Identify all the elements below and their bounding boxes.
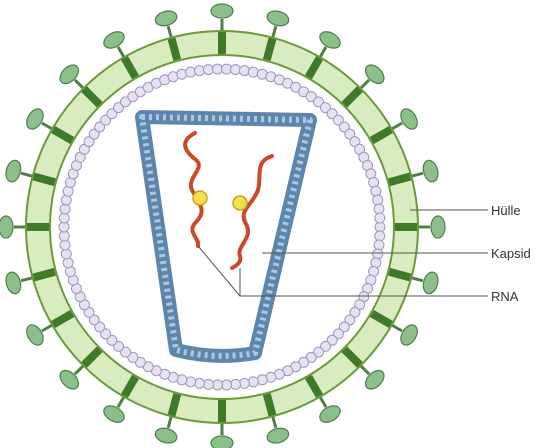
glycoprotein-spike-icon — [390, 106, 421, 132]
matrix-bead — [212, 64, 222, 74]
matrix-bead — [374, 240, 384, 250]
spike-head — [431, 216, 445, 238]
matrix-bead — [186, 67, 196, 77]
spike-head — [317, 402, 343, 425]
glycoprotein-spike-icon — [317, 28, 343, 59]
label-envelope: Hülle — [491, 203, 521, 218]
glycoprotein-spike-icon — [409, 270, 440, 295]
envelope-inner-membrane — [50, 55, 394, 399]
spike-head — [23, 106, 46, 132]
glycoprotein-spike-icon — [154, 9, 179, 40]
matrix-bead — [375, 213, 385, 223]
spike-head — [101, 28, 127, 51]
glycoprotein-spike-icon — [416, 216, 445, 238]
viral-envelope — [26, 31, 418, 423]
label-rna: RNA — [491, 289, 519, 304]
matrix-bead — [375, 231, 385, 241]
matrix-bead — [222, 380, 232, 390]
matrix-bead — [203, 65, 213, 75]
glycoprotein-spike-icon — [154, 414, 179, 445]
glycoprotein-spike-icon — [211, 421, 233, 448]
reverse-transcriptase-icon — [193, 191, 207, 205]
matrix-bead — [59, 222, 69, 232]
glycoprotein-spike-icon — [359, 364, 387, 392]
glycoprotein-spike-icon — [23, 322, 54, 348]
matrix-bead — [231, 379, 241, 389]
matrix-bead — [60, 240, 70, 250]
matrix-bead — [61, 195, 71, 205]
matrix-bead — [231, 65, 241, 75]
spike-head — [211, 4, 233, 18]
glycoprotein-spike-icon — [23, 106, 54, 132]
spike-head — [4, 270, 23, 295]
glycoprotein-spike-icon — [4, 270, 35, 295]
matrix-bead — [239, 378, 249, 388]
matrix-bead — [375, 222, 385, 232]
glycoprotein-spike-icon — [57, 364, 85, 392]
matrix-bead — [63, 258, 73, 268]
reverse-transcriptase-icon — [233, 196, 247, 210]
spike-head — [4, 159, 23, 184]
matrix-bead — [195, 66, 205, 76]
glycoprotein-spike-icon — [57, 62, 85, 90]
matrix-bead — [60, 204, 70, 214]
glycoprotein-spike-icon — [265, 9, 290, 40]
matrix-bead — [61, 249, 71, 259]
matrix-bead — [59, 213, 69, 223]
glycoprotein-spike-icon — [265, 414, 290, 445]
spike-head — [101, 402, 127, 425]
spike-head — [265, 9, 290, 28]
glycoprotein-spike-icon — [359, 62, 387, 90]
matrix-bead — [373, 249, 383, 259]
spike-head — [0, 216, 13, 238]
envelope-protein-band — [218, 32, 226, 54]
matrix-bead — [222, 64, 232, 74]
spike-head — [265, 426, 290, 445]
matrix-bead — [374, 204, 384, 214]
envelope-protein-band — [395, 223, 417, 231]
matrix-bead — [212, 380, 222, 390]
matrix-bead — [373, 195, 383, 205]
spike-head — [23, 322, 46, 348]
matrix-bead — [371, 186, 381, 196]
spike-head — [154, 426, 179, 445]
matrix-bead — [248, 377, 258, 387]
labels: Hülle Kapsid RNA — [491, 203, 531, 304]
glycoprotein-spike-icon — [390, 322, 421, 348]
glycoprotein-spike-icon — [4, 159, 35, 184]
spike-head — [317, 28, 343, 51]
label-capsid: Kapsid — [491, 246, 531, 261]
matrix-bead — [203, 379, 213, 389]
glycoprotein-spike-icon — [0, 216, 28, 238]
glycoprotein-spike-icon — [211, 4, 233, 33]
spike-head — [421, 159, 440, 184]
matrix-bead — [59, 231, 69, 241]
glycoprotein-spike-icon — [409, 159, 440, 184]
envelope-protein-band — [218, 400, 226, 422]
matrix-bead — [195, 378, 205, 388]
spike-head — [154, 9, 179, 28]
spike-head — [421, 270, 440, 295]
spike-head — [397, 106, 420, 132]
spike-head — [211, 436, 233, 448]
spike-head — [397, 322, 420, 348]
matrix-bead — [239, 66, 249, 76]
envelope-protein-band — [27, 223, 49, 231]
glycoprotein-spike-icon — [317, 395, 343, 426]
glycoprotein-spike-icon — [101, 395, 127, 426]
glycoprotein-spike-icon — [101, 28, 127, 59]
